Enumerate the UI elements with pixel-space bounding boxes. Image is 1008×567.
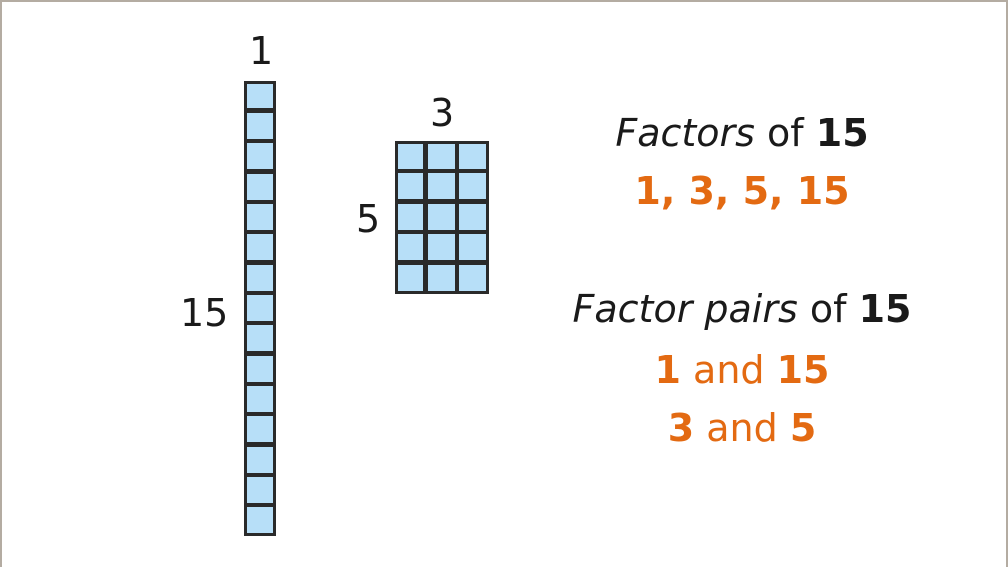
unit-square	[395, 170, 426, 202]
unit-square	[244, 444, 276, 476]
factors-heading: Factors of 15	[522, 114, 962, 152]
unit-square	[456, 141, 489, 172]
factor-pair-and: and	[694, 406, 790, 450]
factors-heading-italic: Factors	[615, 111, 755, 155]
unit-square	[244, 383, 276, 415]
unit-square	[244, 110, 276, 142]
factor-pair-and: and	[680, 348, 777, 392]
unit-square	[244, 292, 276, 324]
unit-square	[244, 322, 276, 354]
factors-heading-of: of	[754, 111, 816, 155]
unit-square	[244, 262, 276, 294]
factor-pairs-heading: Factor pairs of 15	[522, 290, 962, 328]
unit-square	[244, 81, 276, 111]
unit-square	[425, 231, 458, 263]
factor-pair-b: 15	[776, 348, 830, 392]
factor-pairs-heading-of: of	[797, 287, 859, 331]
factors-heading-number: 15	[815, 111, 869, 155]
unit-square	[244, 140, 276, 172]
factor-pairs-heading-number: 15	[858, 287, 912, 331]
factor-pair-a: 1	[654, 348, 681, 392]
array-model-3x5	[395, 141, 489, 294]
factors-list: 1, 3, 5, 15	[634, 169, 850, 213]
column-top-label: 1	[249, 29, 274, 73]
unit-square	[456, 262, 489, 294]
unit-square	[425, 141, 458, 172]
unit-square	[395, 141, 426, 172]
unit-square	[395, 201, 426, 233]
unit-square	[425, 170, 458, 202]
unit-square	[456, 231, 489, 263]
array-top-label: 3	[430, 91, 455, 135]
column-model-1x15	[244, 81, 276, 536]
unit-square	[244, 504, 276, 536]
unit-square	[395, 262, 426, 294]
factor-pair-a: 3	[667, 406, 695, 450]
unit-square	[244, 413, 276, 445]
unit-square	[425, 201, 458, 233]
factor-pair-b: 5	[789, 406, 817, 450]
unit-square	[456, 170, 489, 202]
unit-square	[244, 474, 276, 506]
factor-pair-row: 3 and 5	[522, 409, 962, 447]
column-side-label: 15	[180, 291, 229, 335]
factor-pair-row: 1 and 15	[522, 351, 962, 389]
unit-square	[395, 231, 426, 263]
unit-square	[244, 353, 276, 385]
unit-square	[425, 262, 458, 294]
array-side-label: 5	[356, 197, 381, 241]
factor-pairs-heading-italic: Factor pairs	[572, 287, 798, 331]
unit-square	[456, 201, 489, 233]
unit-square	[244, 201, 276, 233]
unit-square	[244, 231, 276, 263]
unit-square	[244, 171, 276, 203]
